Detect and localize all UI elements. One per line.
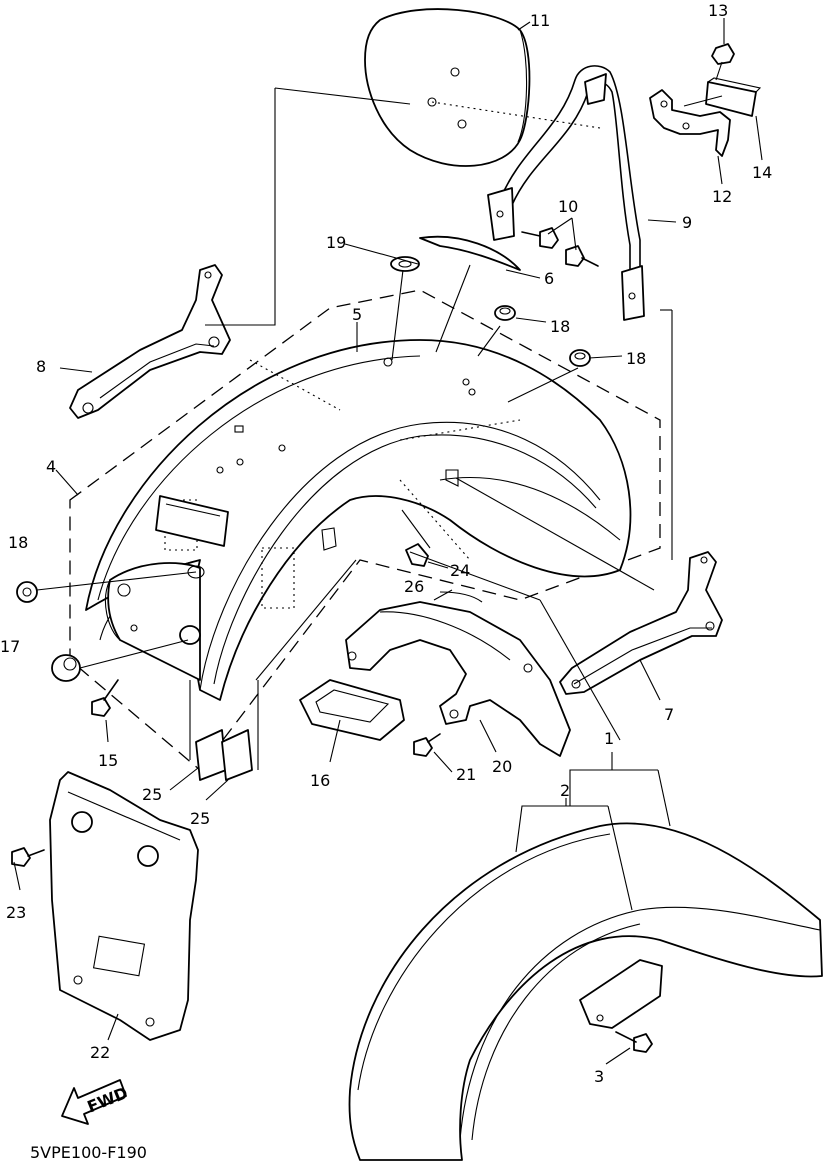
callout-16: 16	[310, 771, 330, 790]
part-21-bolt	[413, 733, 441, 757]
callout-25b: 25	[190, 809, 210, 828]
fwd-arrow-icon: FWD	[61, 1079, 130, 1125]
callout-7: 7	[664, 705, 674, 724]
diagram-code: 5VPE100-F190	[30, 1143, 147, 1162]
part-22-side-cover	[49, 771, 199, 1041]
part-25-reflectors	[189, 680, 259, 781]
part-20-bracket	[345, 601, 571, 757]
callout-24: 24	[450, 561, 470, 580]
part-9-sissy-bar	[487, 65, 645, 321]
part-18-grommet-top	[494, 305, 516, 321]
callout-11: 11	[530, 11, 550, 30]
leader-lines	[13, 18, 763, 1065]
callout-17: 17	[0, 637, 20, 656]
part-fender-side-plate	[104, 562, 205, 681]
callout-14: 14	[752, 163, 772, 182]
part-18-grommet-right	[569, 349, 591, 367]
callout-2: 2	[560, 781, 570, 800]
part-7-side-rail-right	[559, 551, 723, 695]
callout-3: 3	[594, 1067, 604, 1086]
callout-18c: 18	[8, 533, 28, 552]
callout-5: 5	[352, 305, 362, 324]
callout-8: 8	[36, 357, 46, 376]
callout-15: 15	[98, 751, 118, 770]
callout-4: 4	[46, 457, 56, 476]
part-18-grommet-left	[16, 581, 38, 603]
part-8-side-rail-left	[69, 264, 231, 419]
part-1-front-fender	[348, 822, 823, 1161]
part-16-lens	[299, 679, 405, 741]
callout-6: 6	[544, 269, 554, 288]
callout-labels: 1 2 3 4 5 6 7 8 9 10 11 12 13 14 15 16 1…	[0, 1, 772, 1086]
part-15-bolt	[91, 679, 119, 717]
callout-1: 1	[604, 729, 614, 748]
callout-23: 23	[6, 903, 26, 922]
part-13-bolt	[711, 43, 735, 81]
callout-19: 19	[326, 233, 346, 252]
part-12-bracket	[649, 89, 731, 157]
callout-18b: 18	[626, 349, 646, 368]
callout-10: 10	[558, 197, 578, 216]
part-11-backrest-pad	[364, 8, 601, 167]
part-23-screw	[11, 847, 45, 867]
callout-9: 9	[682, 213, 692, 232]
part-6-strip	[419, 235, 521, 271]
callout-20: 20	[492, 757, 512, 776]
part-17-grommet	[51, 654, 81, 682]
callout-18a: 18	[550, 317, 570, 336]
part-3-bolt	[615, 1031, 653, 1053]
part-14-pad	[705, 77, 762, 117]
callout-12: 12	[712, 187, 732, 206]
part-26-seal	[439, 591, 483, 603]
part-19-washer	[390, 256, 420, 272]
callout-22: 22	[90, 1043, 110, 1062]
callout-26: 26	[404, 577, 424, 596]
callout-13: 13	[708, 1, 728, 20]
callout-21: 21	[456, 765, 476, 784]
part-10-bolts	[521, 227, 599, 267]
callout-25a: 25	[142, 785, 162, 804]
